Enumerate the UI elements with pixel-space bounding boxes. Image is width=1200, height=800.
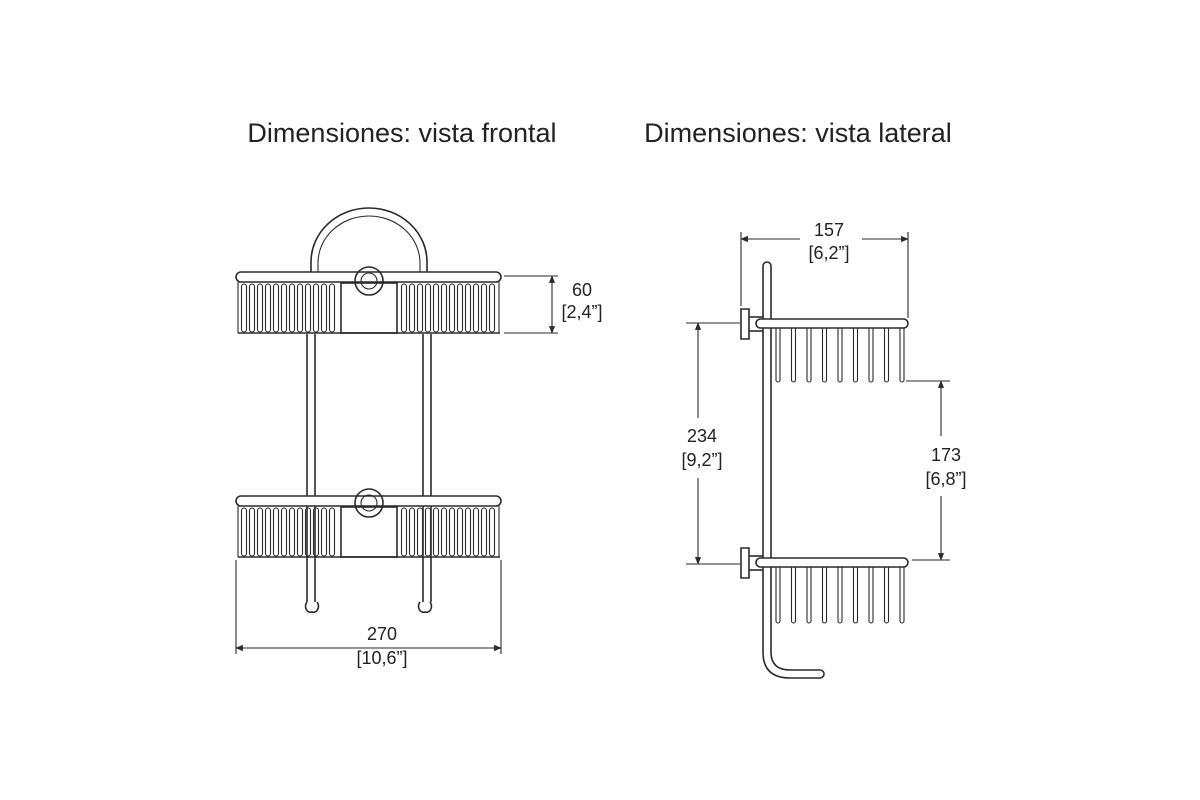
side-backbone-rod xyxy=(762,261,825,679)
basket-wire xyxy=(256,507,264,557)
basket-wire xyxy=(472,283,480,333)
side-top-mount xyxy=(740,308,763,340)
shelf-tine xyxy=(899,567,905,624)
shelf-tine xyxy=(883,328,890,383)
basket-wire xyxy=(272,507,280,557)
side-gap-mm-label: 173 xyxy=(931,445,961,465)
shelf-tine xyxy=(775,328,781,383)
basket-wire xyxy=(320,283,328,333)
shelf-tine xyxy=(806,567,812,624)
front-width-in-label: [10,6”] xyxy=(356,648,407,668)
shelf-tine xyxy=(790,567,797,624)
front-height-dimension: 60 [2,4”] xyxy=(504,275,603,334)
basket-wire xyxy=(280,283,288,333)
basket-wire xyxy=(248,283,256,333)
side-total-height-in-label: [9,2”] xyxy=(681,450,722,470)
basket-wire xyxy=(440,283,448,333)
basket-wire xyxy=(480,507,488,557)
basket-wire xyxy=(488,283,496,333)
front-vertical-rods xyxy=(304,334,433,614)
basket-wire xyxy=(248,507,256,557)
basket-wire xyxy=(328,283,336,333)
side-gap-dimension: 173 [6,8”] xyxy=(906,380,967,561)
basket-wire xyxy=(328,507,336,557)
basket-wire xyxy=(400,283,408,333)
side-top-shelf xyxy=(755,318,909,383)
shelf-tine xyxy=(883,567,890,624)
basket-wire xyxy=(312,507,320,557)
basket-wire xyxy=(408,507,416,557)
basket-wire xyxy=(448,283,456,333)
side-view-title: Dimensiones: vista lateral xyxy=(644,118,952,148)
basket-wire xyxy=(312,283,320,333)
side-bottom-shelf xyxy=(755,557,909,624)
basket-wire xyxy=(456,507,464,557)
shelf-tine xyxy=(868,328,874,383)
shelf-tine xyxy=(790,328,797,383)
basket-wire xyxy=(416,507,424,557)
basket-wire xyxy=(304,283,312,333)
basket-wire xyxy=(264,283,272,333)
basket-wire xyxy=(456,283,464,333)
basket-wire xyxy=(320,507,328,557)
side-depth-in-label: [6,2”] xyxy=(808,243,849,263)
front-view-title: Dimensiones: vista frontal xyxy=(247,118,556,148)
shelf-tine xyxy=(852,328,859,383)
basket-wire xyxy=(416,283,424,333)
front-view: Dimensiones: vista frontal xyxy=(235,118,603,668)
front-height-in-label: [2,4”] xyxy=(561,302,602,322)
shelf-tine xyxy=(821,567,828,624)
shelf-tine xyxy=(837,567,843,624)
side-total-height-mm-label: 234 xyxy=(687,426,717,446)
front-width-dimension: 270 [10,6”] xyxy=(235,560,502,668)
shelf-tine xyxy=(775,567,781,624)
basket-wire xyxy=(432,507,440,557)
basket-wire xyxy=(464,283,472,333)
shelf-tine xyxy=(821,328,828,383)
side-view: Dimensiones: vista lateral xyxy=(644,118,967,679)
basket-wire xyxy=(296,507,304,557)
basket-wire xyxy=(272,283,280,333)
shelf-tine xyxy=(899,328,905,383)
front-width-mm-label: 270 xyxy=(367,624,397,644)
side-gap-in-label: [6,8”] xyxy=(925,469,966,489)
basket-wire xyxy=(424,283,432,333)
basket-wire xyxy=(488,507,496,557)
basket-wire xyxy=(304,507,312,557)
basket-wire xyxy=(288,283,296,333)
shelf-tine xyxy=(868,567,874,624)
basket-wire xyxy=(280,507,288,557)
basket-wire xyxy=(408,283,416,333)
basket-wire xyxy=(288,507,296,557)
shelf-tine xyxy=(806,328,812,383)
front-height-mm-label: 60 xyxy=(572,280,592,300)
basket-wire xyxy=(240,283,248,333)
side-total-height-dimension: 234 [9,2”] xyxy=(681,322,740,565)
front-bottom-basket xyxy=(235,488,502,558)
basket-wire xyxy=(240,507,248,557)
basket-wire xyxy=(256,283,264,333)
basket-wire xyxy=(448,507,456,557)
basket-wire xyxy=(296,283,304,333)
basket-wire xyxy=(440,507,448,557)
side-bottom-mount xyxy=(740,547,763,579)
front-backplate-arch xyxy=(310,207,428,276)
shelf-tine xyxy=(852,567,859,624)
basket-wire xyxy=(264,507,272,557)
basket-wire xyxy=(464,507,472,557)
shelf-tine xyxy=(837,328,843,383)
basket-wire xyxy=(432,283,440,333)
side-depth-mm-label: 157 xyxy=(814,220,844,240)
basket-wire xyxy=(424,507,432,557)
basket-wire xyxy=(472,507,480,557)
basket-wire xyxy=(400,507,408,557)
side-depth-dimension: 157 [6,2”] xyxy=(740,220,909,318)
front-backplate-arch-inner xyxy=(317,215,421,276)
basket-wire xyxy=(480,283,488,333)
front-top-basket xyxy=(235,266,502,334)
